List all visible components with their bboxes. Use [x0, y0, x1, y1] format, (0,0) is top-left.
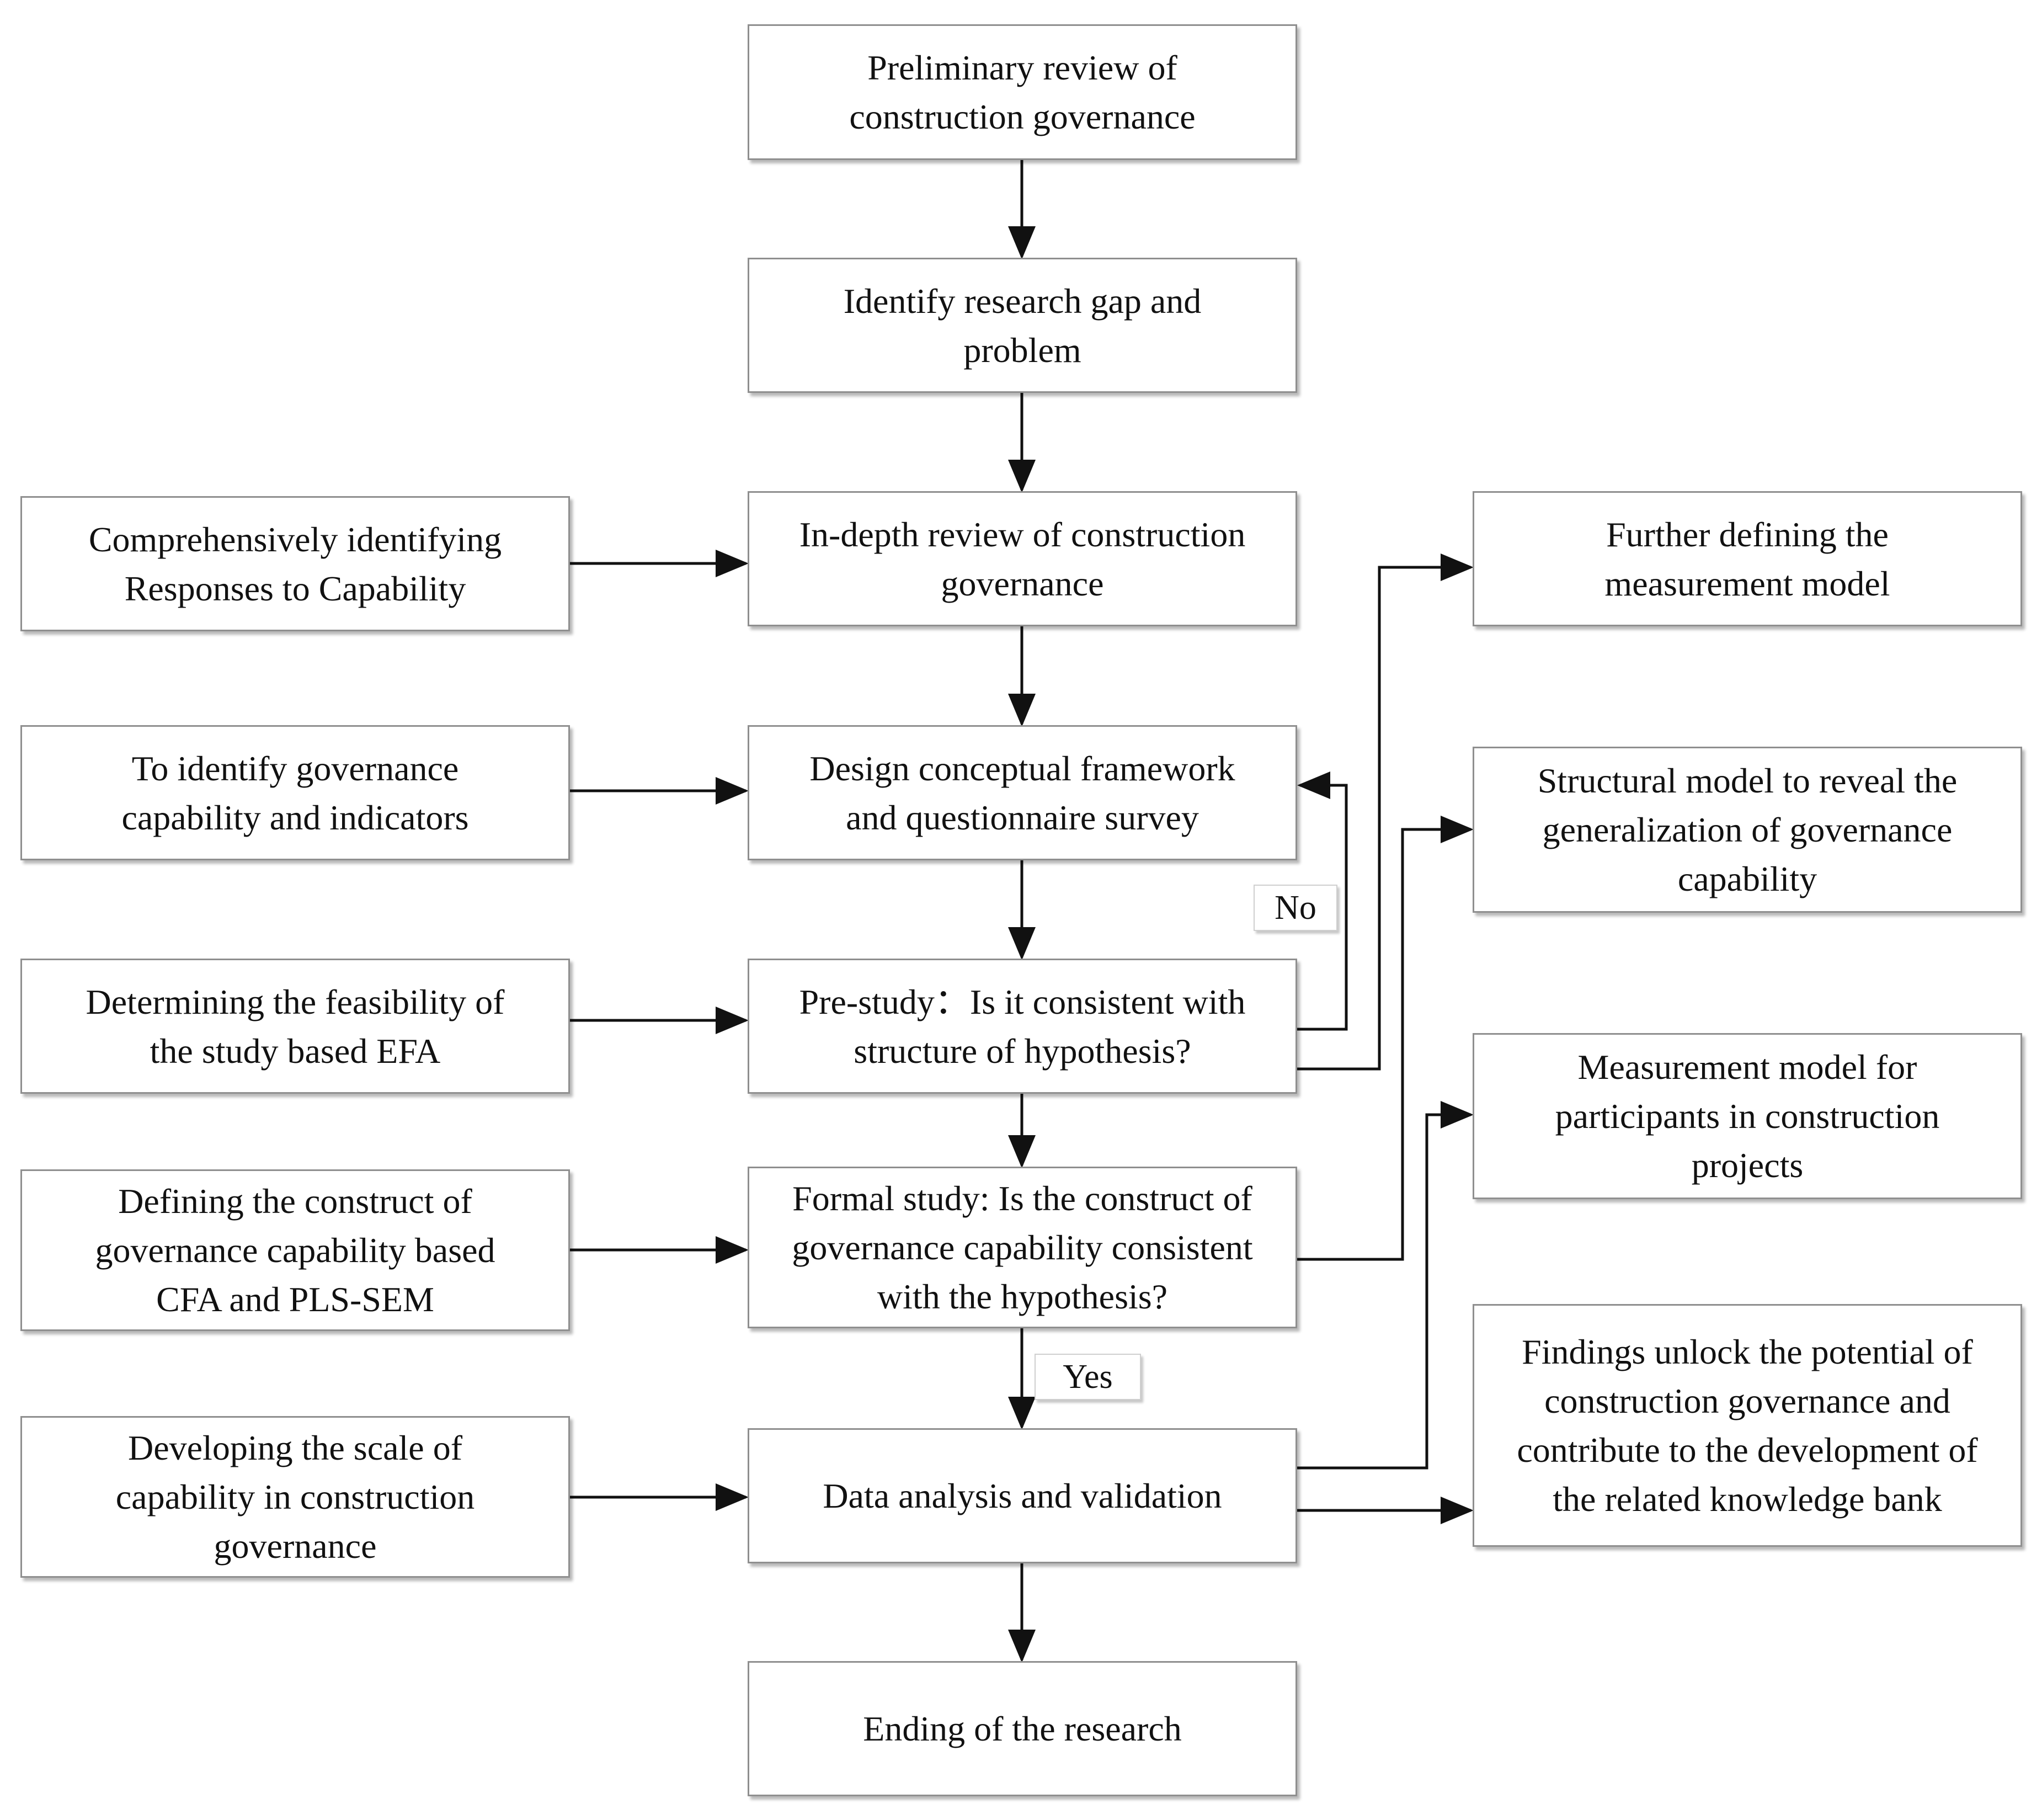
arrow-n7-r3 [1297, 1101, 1474, 1470]
node-findings: Findings unlock the potential of constru… [1473, 1304, 2022, 1547]
node-develop-scale: Developing the scale of capability in co… [20, 1416, 570, 1578]
arrow-feedback-no [1297, 771, 1348, 1031]
node-in-depth-review: In-depth review of construction governan… [748, 491, 1297, 626]
node-further-measurement: Further defining the measurement model [1473, 491, 2022, 626]
node-identify-research-gap: Identify research gap and problem [748, 258, 1297, 393]
node-data-analysis: Data analysis and validation [748, 1428, 1297, 1563]
node-feasibility-efa: Determining the feasibility of the study… [20, 959, 570, 1094]
node-define-construct: Defining the construct of governance cap… [20, 1169, 570, 1331]
node-measurement-participants: Measurement model for participants in co… [1473, 1033, 2022, 1199]
label-no: No [1254, 885, 1337, 931]
node-formal-study: Formal study: Is the construct of govern… [748, 1167, 1297, 1328]
node-structural-model: Structural model to reveal the generaliz… [1473, 747, 2022, 913]
arrow-n6-r2 [1297, 816, 1474, 1261]
arrow-n5-r1 [1297, 554, 1474, 1071]
label-yes: Yes [1035, 1354, 1141, 1400]
node-pre-study: Pre-study：Is it consistent with structur… [748, 959, 1297, 1094]
node-identify-responses: Comprehensively identifying Responses to… [20, 496, 570, 631]
node-design-framework: Design conceptual framework and question… [748, 725, 1297, 860]
node-identify-capability: To identify governance capability and in… [20, 725, 570, 860]
node-ending: Ending of the research [748, 1661, 1297, 1796]
node-preliminary-review: Preliminary review of construction gover… [748, 24, 1297, 160]
